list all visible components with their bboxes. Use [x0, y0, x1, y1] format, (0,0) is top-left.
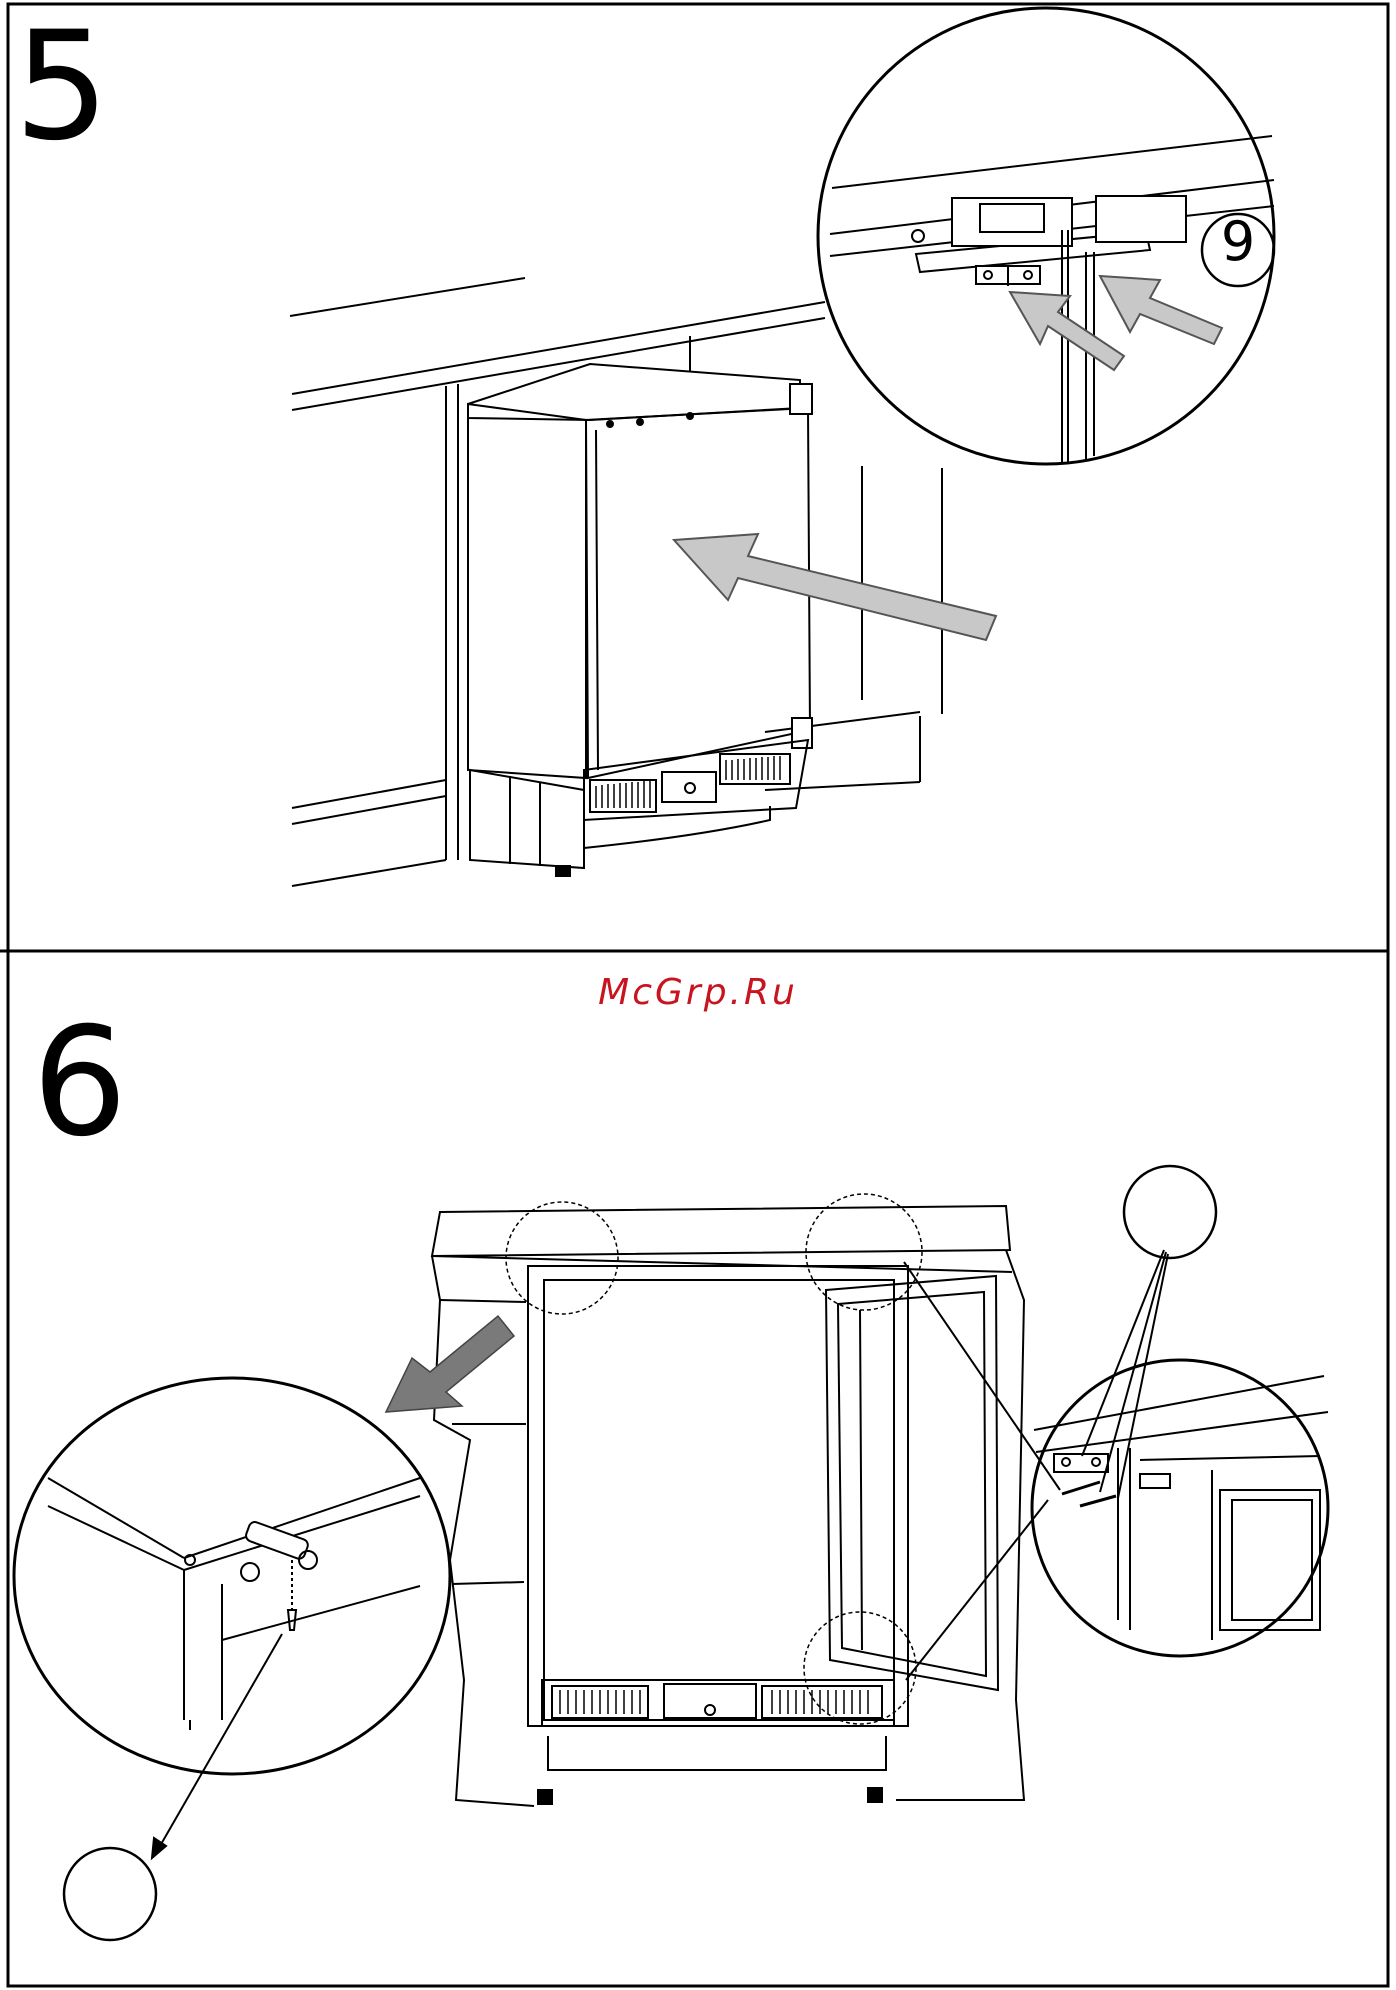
- part-9-label: 9: [1208, 215, 1268, 269]
- watermark-text: McGrp.Ru: [0, 972, 1396, 1013]
- step6-left-callout: [64, 1848, 156, 1940]
- step5-detail-arrows: [1010, 276, 1222, 370]
- step6-hinge-highlight-circles: [506, 1194, 922, 1724]
- step5-appliance: [468, 364, 812, 876]
- step-5-number: 5: [14, 12, 109, 162]
- step6-direction-arrow: [386, 1316, 514, 1412]
- step6-left-pointer: [152, 1634, 282, 1858]
- step-6-number: 6: [32, 1008, 127, 1158]
- step6-right-callout: [1124, 1166, 1216, 1258]
- step6-left-detail-magnifier: [14, 1378, 450, 1774]
- step5-push-arrow: [674, 534, 996, 640]
- step6-cabinet-scene: [432, 1206, 1060, 1806]
- step6-right-detail-magnifier: [1032, 1360, 1328, 1656]
